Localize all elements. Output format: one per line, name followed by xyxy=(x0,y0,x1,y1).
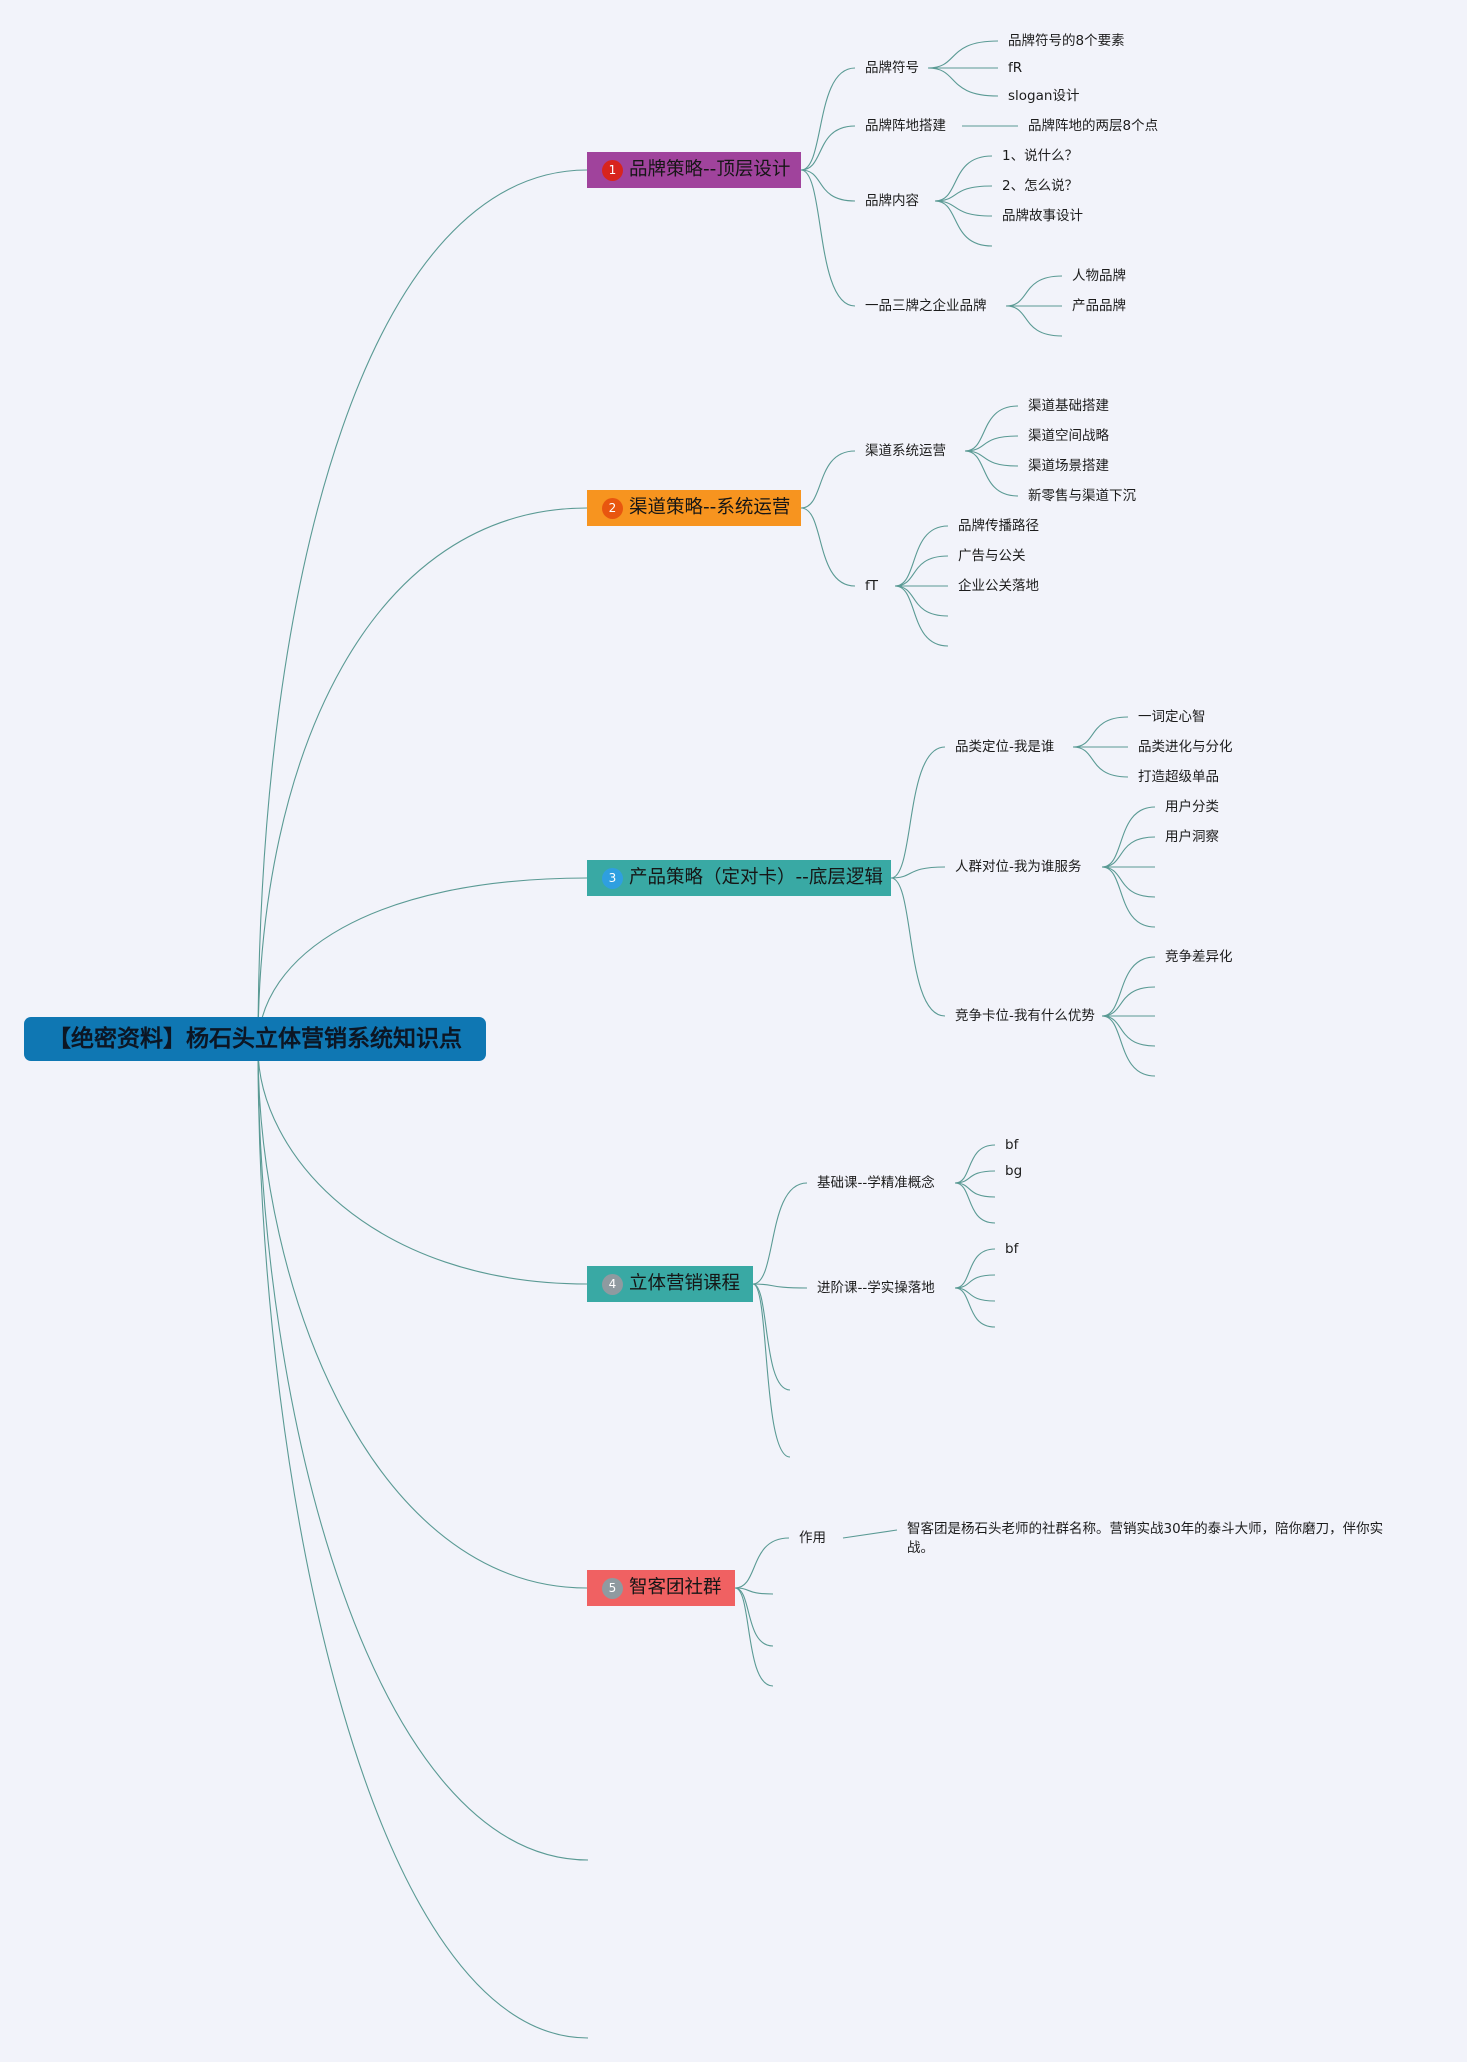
branch-topic-5[interactable]: 5 智客团社群 xyxy=(587,1570,735,1606)
branch-number-badge: 2 xyxy=(602,498,623,519)
leaf-topic[interactable]: 2、怎么说？ xyxy=(1002,178,1079,194)
root-topic[interactable]: 【绝密资料】杨石头立体营销系统知识点 xyxy=(24,1017,486,1061)
leaf-topic[interactable]: slogan设计 xyxy=(1008,88,1080,104)
leaf-topic[interactable]: 品牌阵地的两层8个点 xyxy=(1028,118,1159,134)
leaf-topic[interactable]: 品牌故事设计 xyxy=(1002,208,1083,224)
branch-topic-3[interactable]: 3 产品策略（定对卡）--底层逻辑 xyxy=(587,860,891,896)
subtopic[interactable]: 品牌内容 xyxy=(865,193,919,209)
subtopic[interactable]: 作用 xyxy=(799,1530,826,1546)
branch-number-badge: 3 xyxy=(602,868,623,889)
branch-label: 立体营销课程 xyxy=(629,1273,741,1294)
leaf-topic[interactable]: 产品品牌 xyxy=(1072,298,1126,314)
branch-topic-2[interactable]: 2 渠道策略--系统运营 xyxy=(587,490,801,526)
leaf-topic[interactable]: 一词定心智 xyxy=(1138,709,1206,725)
leaf-topic[interactable]: 渠道基础搭建 xyxy=(1028,398,1109,414)
leaf-topic[interactable]: fR xyxy=(1008,60,1023,76)
branch-number-badge: 5 xyxy=(602,1578,623,1599)
leaf-topic[interactable]: 渠道空间战略 xyxy=(1028,428,1109,444)
note-text[interactable]: 智客团是杨石头老师的社群名称。营销实战30年的泰斗大师，陪你磨刀，伴你实战。 xyxy=(907,1521,1384,1556)
leaf-topic[interactable]: 人物品牌 xyxy=(1072,268,1126,284)
subtopic[interactable]: 进阶课--学实操落地 xyxy=(817,1280,935,1296)
leaf-topic[interactable]: 用户洞察 xyxy=(1165,829,1219,845)
branch-label: 智客团社群 xyxy=(629,1577,722,1598)
branch-topic-4[interactable]: 4 立体营销课程 xyxy=(587,1266,753,1302)
subtopic[interactable]: fT xyxy=(865,578,878,594)
leaf-topic[interactable]: 打造超级单品 xyxy=(1138,769,1219,785)
leaf-topic[interactable]: 广告与公关 xyxy=(958,548,1026,564)
branch-number-badge: 4 xyxy=(602,1274,623,1295)
subtopic[interactable]: 一品三牌之企业品牌 xyxy=(865,298,987,314)
subtopic[interactable]: 渠道系统运营 xyxy=(865,443,946,459)
branch-topic-1[interactable]: 1 品牌策略--顶层设计 xyxy=(587,152,801,188)
leaf-topic[interactable]: 品牌符号的8个要素 xyxy=(1008,33,1125,49)
leaf-topic[interactable]: 新零售与渠道下沉 xyxy=(1028,488,1136,504)
leaf-topic[interactable]: 1、说什么？ xyxy=(1002,148,1079,164)
subtopic[interactable]: 人群对位-我为谁服务 xyxy=(955,859,1082,875)
branch-label: 渠道策略--系统运营 xyxy=(629,497,791,518)
leaf-topic[interactable]: 品类进化与分化 xyxy=(1138,739,1233,755)
branch-number-badge: 1 xyxy=(602,160,623,181)
leaf-topic[interactable]: bf xyxy=(1005,1137,1019,1153)
subtopic[interactable]: 品牌符号 xyxy=(865,60,919,76)
leaf-topic[interactable]: 企业公关落地 xyxy=(958,578,1039,594)
leaf-topic[interactable]: 渠道场景搭建 xyxy=(1028,458,1109,474)
branch-label: 品牌策略--顶层设计 xyxy=(629,159,791,180)
leaf-topic[interactable]: 竞争差异化 xyxy=(1165,949,1233,965)
leaf-topic[interactable]: bf xyxy=(1005,1241,1019,1257)
leaf-topic[interactable]: 品牌传播路径 xyxy=(958,518,1039,534)
leaf-topic[interactable]: bg xyxy=(1005,1163,1023,1179)
subtopic[interactable]: 竞争卡位-我有什么优势 xyxy=(955,1008,1095,1024)
subtopic[interactable]: 品类定位-我是谁 xyxy=(955,739,1055,755)
branch-label: 产品策略（定对卡）--底层逻辑 xyxy=(629,867,883,888)
subtopic[interactable]: 品牌阵地搭建 xyxy=(865,118,946,134)
leaf-topic[interactable]: 用户分类 xyxy=(1165,799,1219,815)
subtopic[interactable]: 基础课--学精准概念 xyxy=(817,1175,935,1191)
